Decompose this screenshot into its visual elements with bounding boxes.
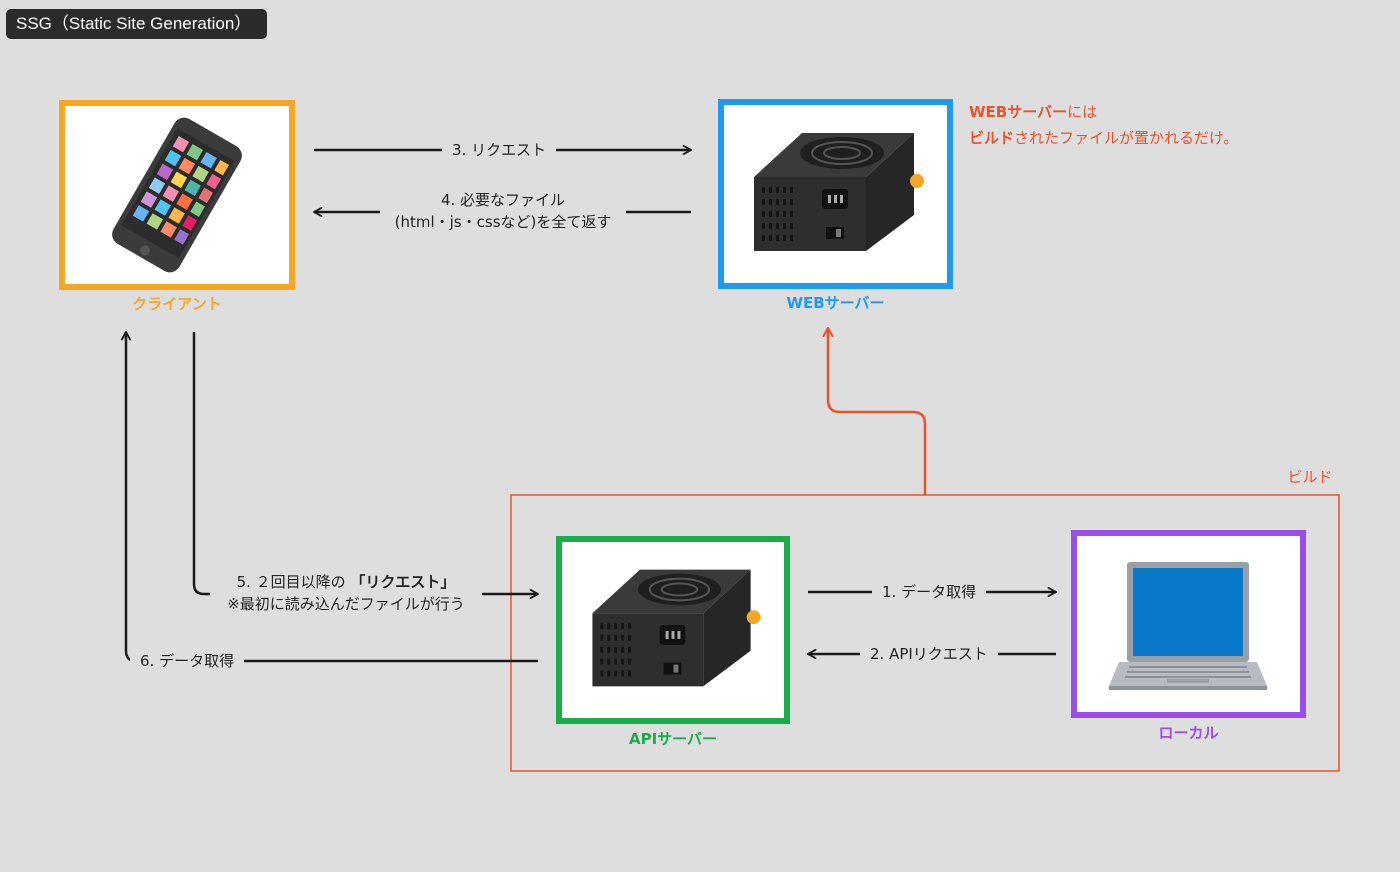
step2-label: 2. APIリクエスト: [860, 643, 998, 665]
smartphone-icon: [112, 117, 242, 273]
step5-line2: ※最初に読み込んだファイルが行う: [227, 595, 465, 613]
note-line1-rest: には: [1067, 103, 1098, 121]
step1-label: 1. データ取得: [872, 581, 987, 603]
step3-label: 3. リクエスト: [442, 139, 557, 161]
laptop-icon: [1109, 562, 1267, 690]
step4-label: 4. 必要なファイル (html・js・cssなど)を全て返す: [380, 189, 626, 233]
arrow-build: [828, 328, 927, 495]
web-server-note: WEBサーバーには ビルドされたファイルが置かれるだけ。: [969, 99, 1238, 151]
api-server-node: [556, 536, 790, 724]
client-label: クライアント: [132, 295, 222, 313]
client-node: [59, 100, 295, 290]
note-line2-bold: ビルド: [969, 129, 1015, 147]
note-line1-bold: WEBサーバー: [969, 103, 1068, 121]
build-group-label: ビルド: [1287, 468, 1333, 486]
arrow-step5: [192, 332, 538, 594]
step4-line2: (html・js・cssなど)を全て返す: [394, 213, 612, 231]
local-label: ローカル: [1158, 724, 1219, 742]
step5-line1-prefix: 5. ２回目以降の: [236, 573, 351, 591]
step6-label: 6. データ取得: [130, 650, 245, 672]
step4-line1: 4. 必要なファイル: [440, 191, 566, 209]
step5-line1-bold: 「リクエスト」: [350, 573, 456, 591]
note-line2-rest: されたファイルが置かれるだけ。: [1014, 129, 1239, 147]
web-server-node: [718, 99, 953, 289]
power-supply-server-icon: [592, 569, 761, 687]
step5-label: 5. ２回目以降の 「リクエスト」 ※最初に読み込んだファイルが行う: [210, 571, 482, 615]
power-supply-server-icon: [754, 133, 924, 251]
api-server-label: APIサーバー: [628, 730, 718, 748]
diagram-title: SSG（Static Site Generation）: [6, 9, 268, 39]
local-node: [1071, 530, 1306, 718]
web-server-label: WEBサーバー: [786, 294, 885, 312]
